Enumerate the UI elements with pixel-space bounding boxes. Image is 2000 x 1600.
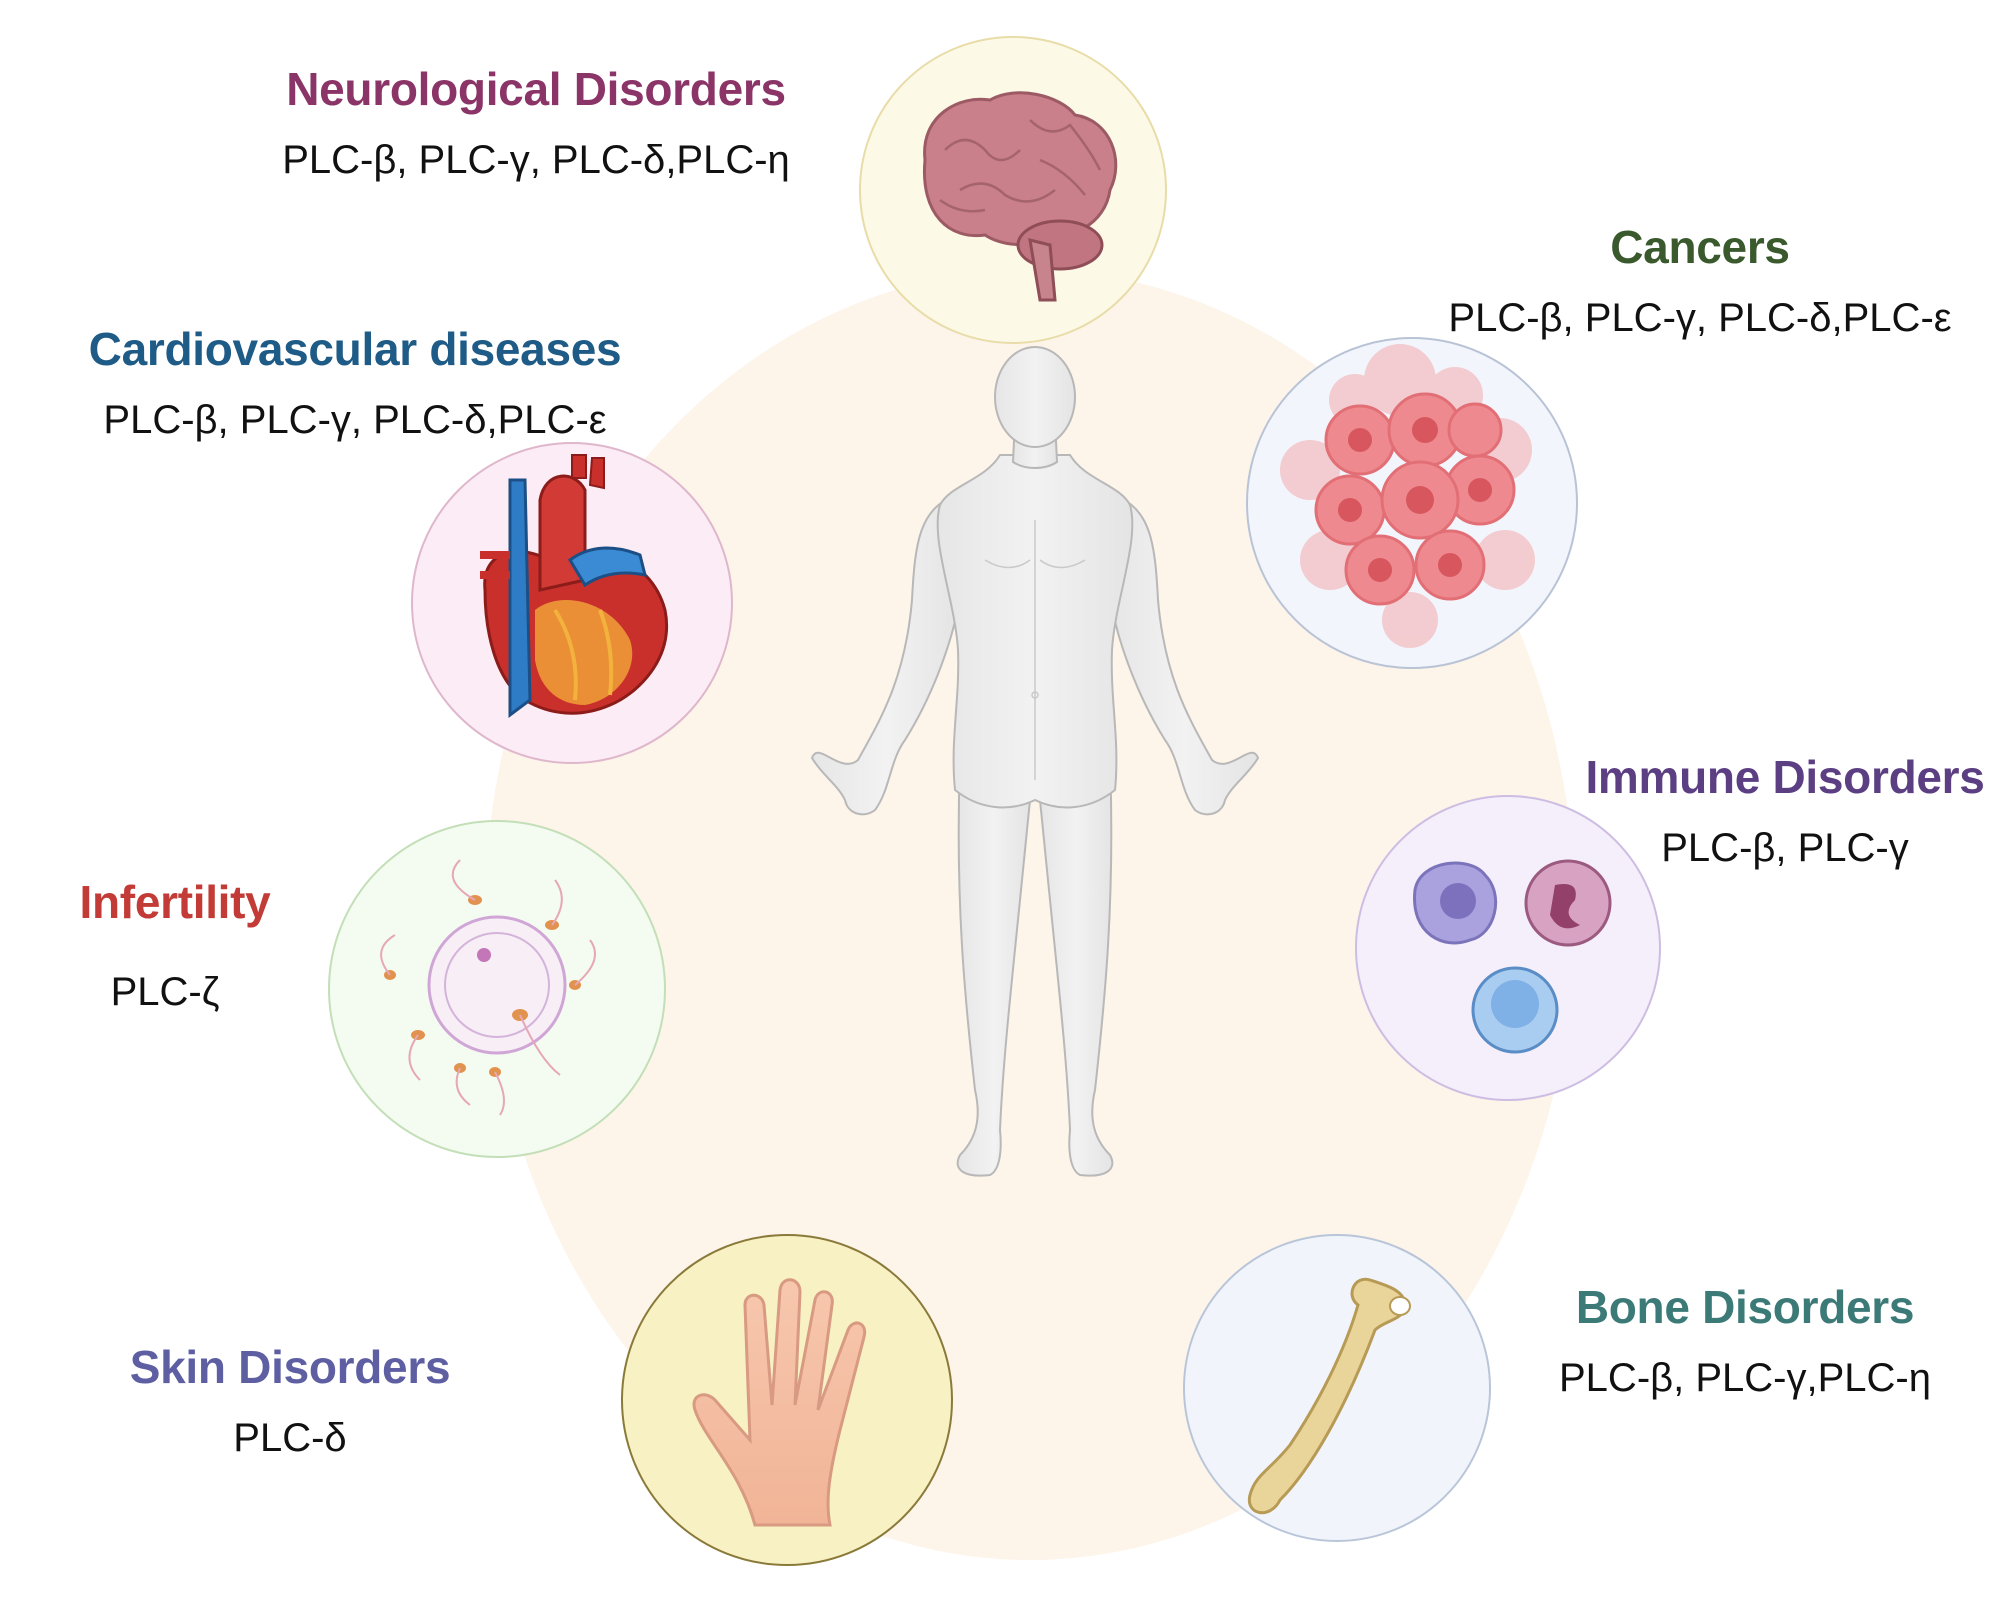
immune-enzymes: PLC-β, PLC-γ	[1661, 826, 1909, 870]
cardiovascular-label: Cardiovascular diseases PLC-β, PLC-γ, PL…	[50, 322, 660, 443]
cancers-enzymes: PLC-β, PLC-γ, PLC-δ,PLC-ε	[1448, 296, 1952, 340]
bone-label: Bone Disorders PLC-β, PLC-γ,PLC-η	[1540, 1280, 1950, 1401]
bone-enzymes: PLC-β, PLC-γ,PLC-η	[1559, 1356, 1931, 1400]
neurological-enzymes: PLC-β, PLC-γ, PLC-δ,PLC-η	[282, 138, 790, 182]
skin-label: Skin Disorders PLC-δ	[110, 1340, 470, 1461]
cancers-label: Cancers PLC-β, PLC-γ, PLC-δ,PLC-ε	[1440, 220, 1960, 341]
brain-icon	[922, 91, 1118, 302]
heart-icon	[480, 454, 668, 718]
hand-icon	[692, 1278, 867, 1527]
infertility-label: Infertility	[70, 875, 280, 929]
cardiovascular-title: Cardiovascular diseases	[88, 323, 622, 375]
human-body-details-icon	[984, 520, 1086, 780]
cancers-title: Cancers	[1610, 221, 1790, 273]
immune-cells-icon	[1413, 859, 1612, 1054]
cancer-cells-icon	[1280, 344, 1535, 648]
infertility-title: Infertility	[79, 876, 271, 928]
immune-title: Immune Disorders	[1585, 751, 1985, 803]
bone-icon	[1247, 1277, 1411, 1515]
bone-title: Bone Disorders	[1575, 1281, 1915, 1333]
infertility-enzymes-label: PLC-ζ	[70, 970, 260, 1015]
immune-label: Immune Disorders PLC-β, PLC-γ	[1575, 750, 1995, 871]
neurological-title: Neurological Disorders	[286, 63, 786, 115]
neurological-label: Neurological Disorders PLC-β, PLC-γ, PLC…	[0, 62, 1072, 183]
infertility-enzymes: PLC-ζ	[110, 970, 220, 1014]
skin-title: Skin Disorders	[129, 1341, 451, 1393]
skin-enzymes: PLC-δ	[233, 1416, 347, 1460]
cardiovascular-enzymes: PLC-β, PLC-γ, PLC-δ,PLC-ε	[103, 398, 607, 442]
egg-sperm-icon	[380, 859, 596, 1116]
